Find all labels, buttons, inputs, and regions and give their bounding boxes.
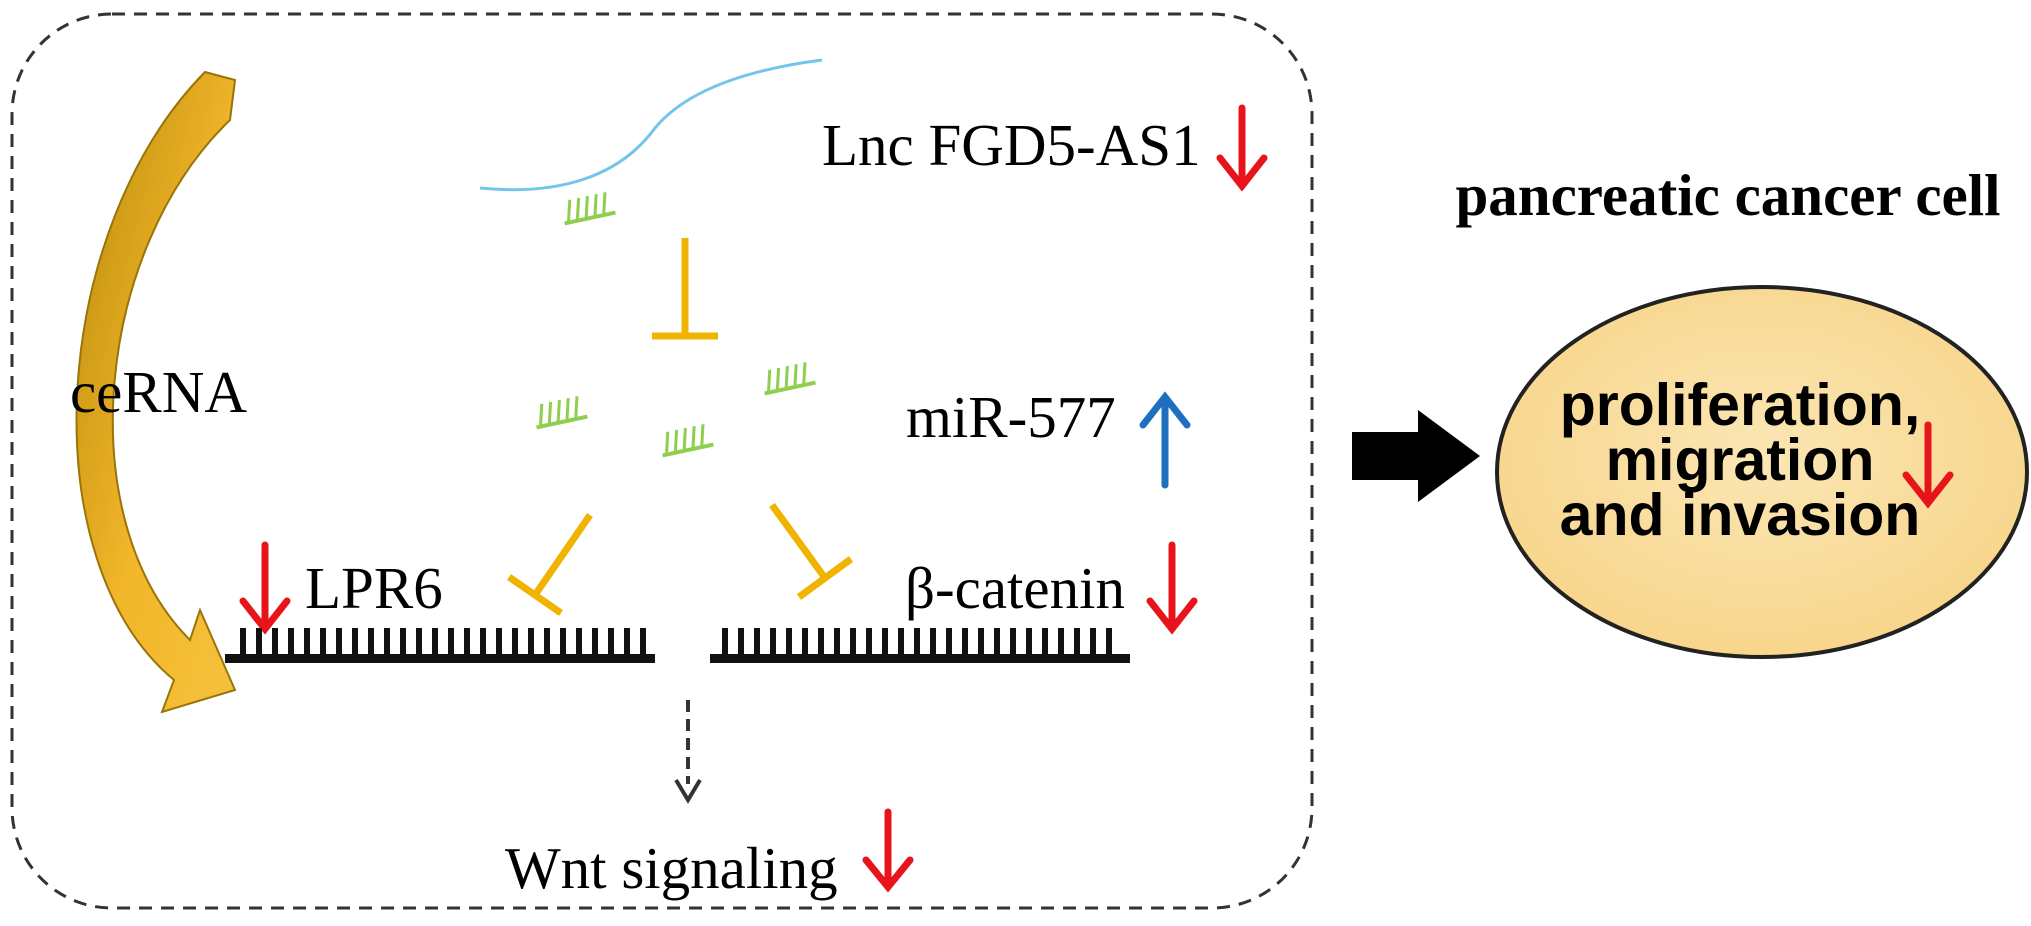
bcatenin-bar-tooth bbox=[802, 628, 808, 656]
bcatenin-bar-tooth bbox=[1042, 628, 1048, 656]
lpr6-bar-tooth bbox=[384, 628, 390, 656]
outcome-line-3: and invasion bbox=[1560, 482, 1921, 548]
lpr6-bar-tooth bbox=[480, 628, 486, 656]
lpr6-bar-tooth bbox=[336, 628, 342, 656]
lpr6-bar-tooth bbox=[256, 628, 262, 656]
lpr6-bar-tooth bbox=[352, 628, 358, 656]
bcatenin-bar-tooth bbox=[1074, 628, 1080, 656]
bcatenin-bar-tooth bbox=[962, 628, 968, 656]
bcatenin-bar-tooth bbox=[754, 628, 760, 656]
inhibition-mir-bcatenin-icon bbox=[769, 502, 854, 600]
mirna-free-3 bbox=[764, 362, 816, 396]
bcatenin-mrna-bar bbox=[710, 628, 1130, 663]
bcatenin-bar-tooth bbox=[1106, 628, 1112, 656]
bcatenin-bar-tooth bbox=[978, 628, 984, 656]
lpr6-bar-tooth bbox=[576, 628, 582, 656]
lpr6-bar-tooth bbox=[592, 628, 598, 656]
wnt-dashed-arrow bbox=[674, 700, 702, 804]
bcatenin-bar-tooth bbox=[866, 628, 872, 656]
bcatenin-bar-tooth bbox=[882, 628, 888, 656]
outcome-line-1: proliferation, bbox=[1560, 372, 1921, 438]
inhibition-mir-lpr6-icon bbox=[507, 513, 593, 616]
cancer-cell-ellipse bbox=[1495, 285, 2029, 659]
lpr6-bar-tooth bbox=[640, 628, 646, 656]
bcatenin-bar-tooth bbox=[930, 628, 936, 656]
lpr6-bar-tooth bbox=[512, 628, 518, 656]
lpr6-bar-tooth bbox=[400, 628, 406, 656]
lpr6-label: LPR6 bbox=[305, 555, 443, 621]
lpr6-bar-tooth bbox=[496, 628, 502, 656]
bcatenin-bar-tooth bbox=[1010, 628, 1016, 656]
mirna-free-2 bbox=[662, 424, 714, 458]
lpr6-bar-tooth bbox=[272, 628, 278, 656]
bcatenin-down-arrow-icon bbox=[1146, 541, 1198, 635]
cell-title: pancreatic cancer cell bbox=[1455, 162, 2000, 228]
outcome-down-arrow-icon bbox=[1902, 421, 1954, 509]
bcatenin-bar-tooth bbox=[994, 628, 1000, 656]
lpr6-bar-tooth bbox=[432, 628, 438, 656]
lpr6-down-arrow-icon bbox=[239, 541, 291, 635]
lpr6-bar-tooth bbox=[288, 628, 294, 656]
mir-label: miR-577 bbox=[906, 384, 1116, 450]
bcatenin-bar-tooth bbox=[898, 628, 904, 656]
inhibition-lnc-mir-icon bbox=[652, 238, 718, 340]
bcatenin-bar-tooth bbox=[738, 628, 744, 656]
bcatenin-bar-tooth bbox=[786, 628, 792, 656]
bcatenin-bar-tooth bbox=[834, 628, 840, 656]
lpr6-bar-tooth bbox=[448, 628, 454, 656]
lpr6-bar-tooth bbox=[608, 628, 614, 656]
lpr6-bar-tooth bbox=[544, 628, 550, 656]
bcatenin-bar-tooth bbox=[1090, 628, 1096, 656]
lnc-label: Lnc FGD5-AS1 bbox=[822, 112, 1201, 178]
bcatenin-bar-tooth bbox=[1058, 628, 1064, 656]
bcatenin-bar-tooth bbox=[722, 628, 728, 656]
lpr6-bar-tooth bbox=[368, 628, 374, 656]
cell-boundary bbox=[10, 12, 1314, 910]
bcatenin-bar-tooth bbox=[946, 628, 952, 656]
lpr6-bar-tooth bbox=[560, 628, 566, 656]
lnc-down-arrow-icon bbox=[1216, 104, 1268, 192]
wnt-down-arrow-icon bbox=[862, 808, 914, 893]
lpr6-bar-tooth bbox=[416, 628, 422, 656]
outcome-line-2: migration bbox=[1606, 427, 1875, 493]
lpr6-bar-tooth bbox=[528, 628, 534, 656]
lpr6-bar-tooth bbox=[320, 628, 326, 656]
mir-up-arrow-icon bbox=[1139, 391, 1191, 489]
bcatenin-bar-tooth bbox=[1026, 628, 1032, 656]
mirna-bound bbox=[564, 192, 616, 226]
wnt-label: Wnt signaling bbox=[505, 835, 838, 901]
lncrna-strand bbox=[479, 58, 823, 192]
cerna-label: ceRNA bbox=[70, 359, 247, 425]
bcatenin-label: β-catenin bbox=[905, 555, 1125, 621]
lpr6-bar-tooth bbox=[624, 628, 630, 656]
bcatenin-bar-tooth bbox=[850, 628, 856, 656]
bcatenin-bar-tooth bbox=[770, 628, 776, 656]
lpr6-bar-tooth bbox=[240, 628, 246, 656]
cerna-arrow bbox=[75, 70, 237, 714]
lpr6-bar-tooth bbox=[464, 628, 470, 656]
bcatenin-bar-tooth bbox=[914, 628, 920, 656]
mirna-free-1 bbox=[536, 396, 588, 430]
result-arrow bbox=[1352, 410, 1480, 502]
lpr6-bar-tooth bbox=[304, 628, 310, 656]
bcatenin-bar-tooth bbox=[818, 628, 824, 656]
lpr6-mrna-bar bbox=[225, 628, 655, 663]
